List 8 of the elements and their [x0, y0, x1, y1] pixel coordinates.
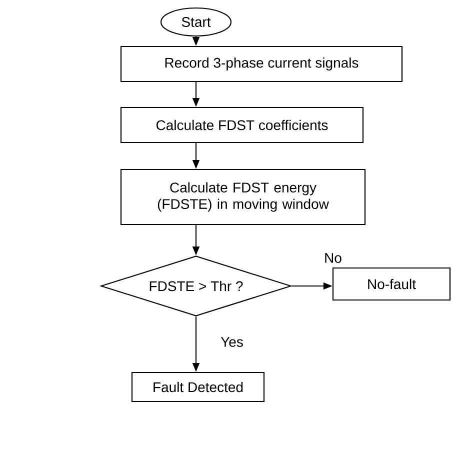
start-terminal: Start — [160, 7, 232, 37]
edge-label: Yes — [220, 336, 244, 348]
process-box: Fault Detected — [131, 372, 265, 402]
process-box: Calculate FDST energy (FDSTE) in moving window — [120, 168, 366, 226]
process-box: No-fault — [332, 267, 451, 301]
process-box: Calculate FDST coefficients — [120, 106, 364, 144]
process-box: Record 3-phase current signals — [120, 46, 403, 82]
edge-label: No — [323, 252, 343, 264]
